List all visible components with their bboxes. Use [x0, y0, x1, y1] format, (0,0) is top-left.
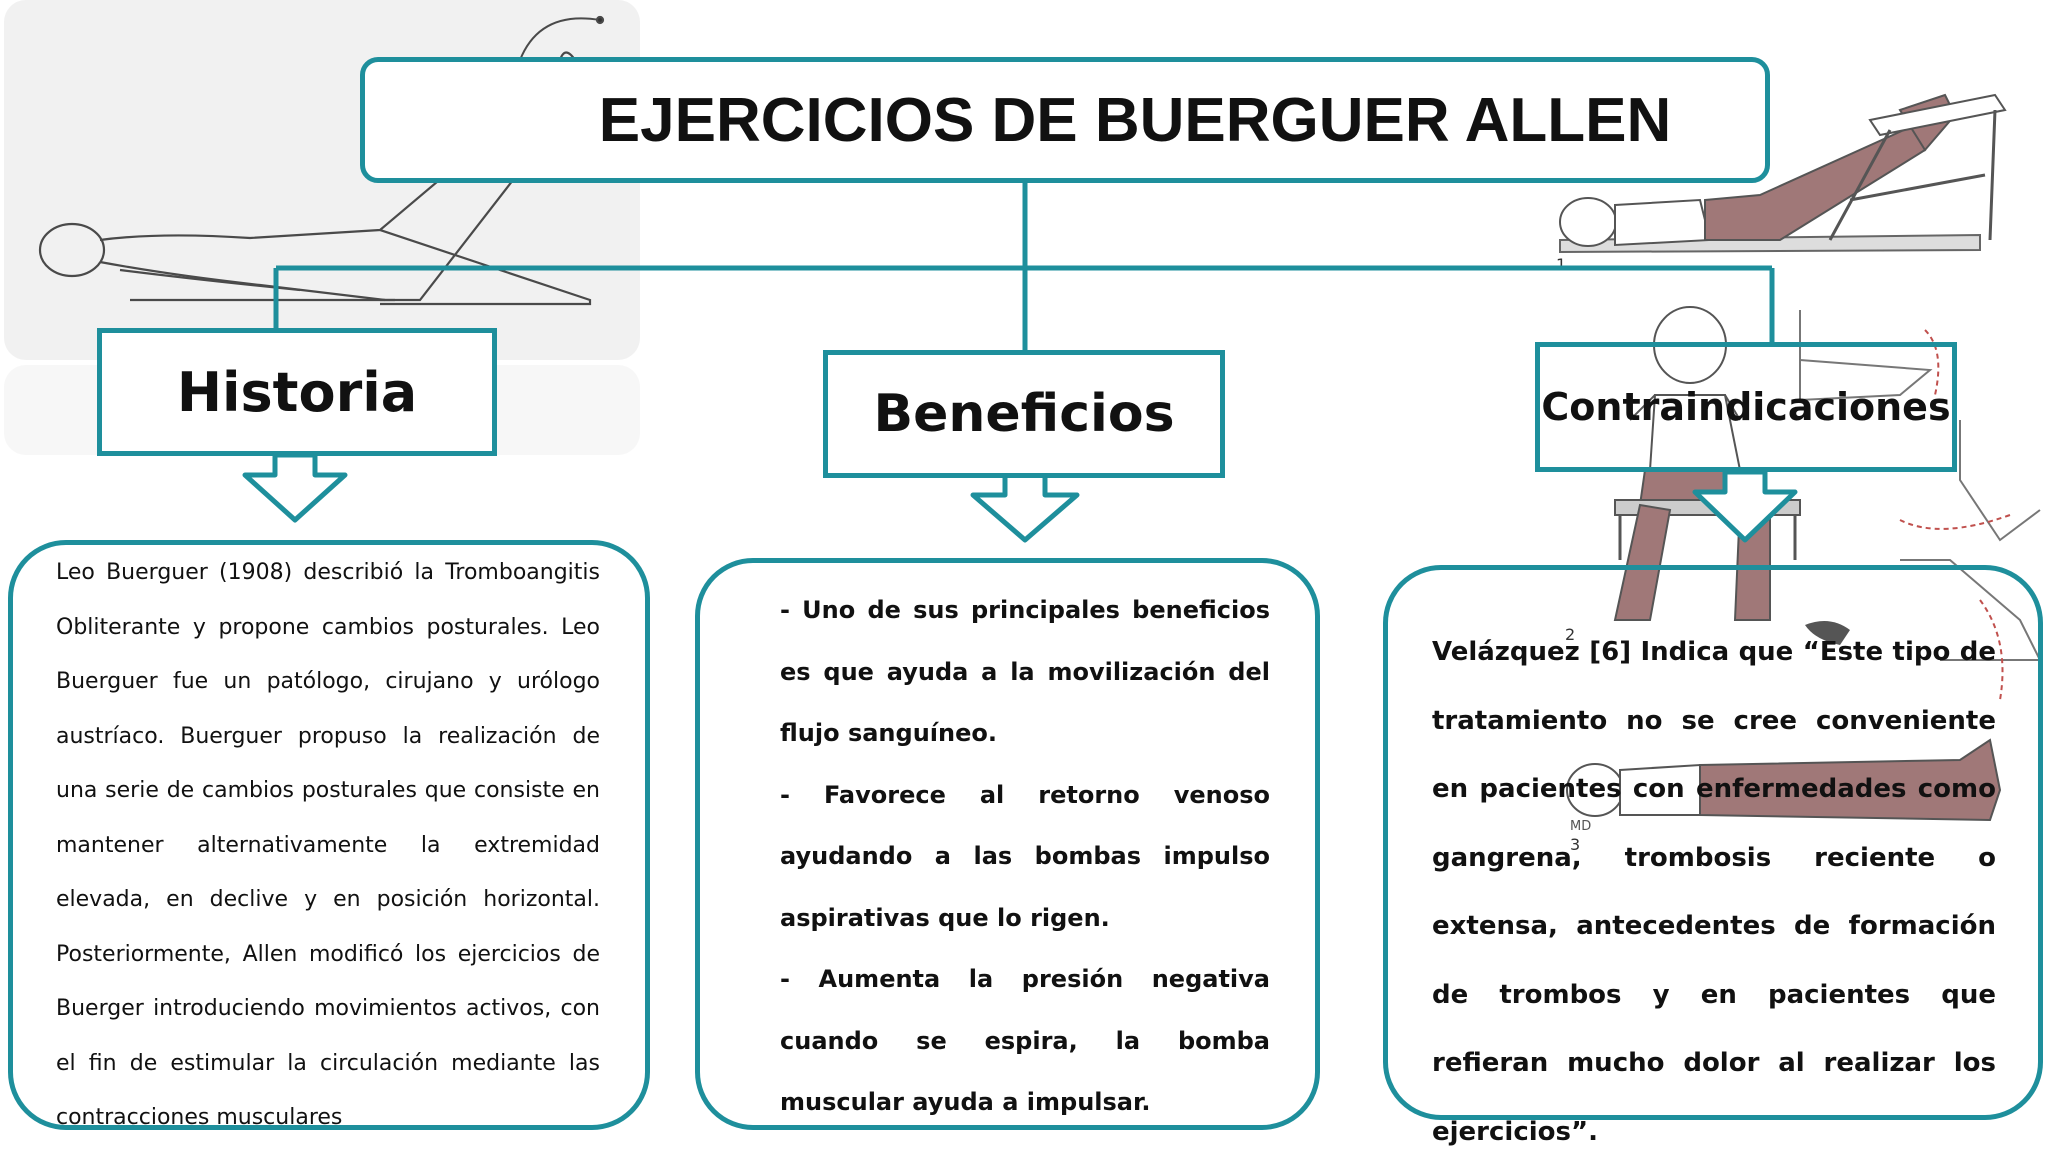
header-historia-label: Historia [176, 360, 418, 424]
contraindicaciones-content-box [1383, 565, 2043, 1120]
right-bottom-figure: MD 3 [1566, 738, 2002, 854]
beneficio-item-3: - Aumenta la presión negativa cuando se … [780, 965, 1270, 1116]
historia-content-box [8, 540, 650, 1130]
beneficio-item-2: - Favorece al retorno venoso ayudando a … [780, 780, 1270, 932]
beneficios-content-box [695, 558, 1320, 1130]
historia-text: Leo Buerguer (1908) describió la Tromboa… [56, 560, 600, 1130]
figure-label-1: 1 [1556, 255, 1566, 274]
header-beneficios-label: Beneficios [873, 384, 1175, 444]
arrow-beneficios [970, 472, 1080, 543]
header-beneficios: Beneficios [823, 350, 1225, 478]
arrow-contraindicaciones [1692, 469, 1798, 543]
header-contraindicaciones-label: Contraindicaciones [1541, 385, 1951, 429]
connector-lines [273, 183, 1775, 352]
header-historia: Historia [97, 328, 497, 456]
arrow-historia [242, 452, 348, 523]
right-top-figure: 1 [1556, 93, 2007, 274]
figure-label-2: 2 [1565, 625, 1575, 644]
header-contraindicaciones: Contraindicaciones [1535, 342, 1957, 472]
historia-text-wrap: Leo Buerguer (1908) describió la Tromboa… [56, 546, 600, 1146]
contraindicaciones-text: Velázquez [6] Indica que “Este tipo de t… [1432, 637, 1996, 1147]
figure-label-md: MD [1570, 819, 1591, 834]
contraindicaciones-text-wrap: Velázquez [6] Indica que “Este tipo de t… [1432, 618, 1996, 1166]
beneficios-text-wrap: - Uno de sus principales beneficios es q… [780, 580, 1270, 1134]
title-box: EJERCICIOS DE BUERGUER ALLEN [360, 57, 1770, 183]
page-title: EJERCICIOS DE BUERGUER ALLEN [598, 85, 1672, 155]
beneficio-item-1: - Uno de sus principales beneficios es q… [780, 596, 1270, 747]
figure-label-3: 3 [1570, 835, 1580, 854]
